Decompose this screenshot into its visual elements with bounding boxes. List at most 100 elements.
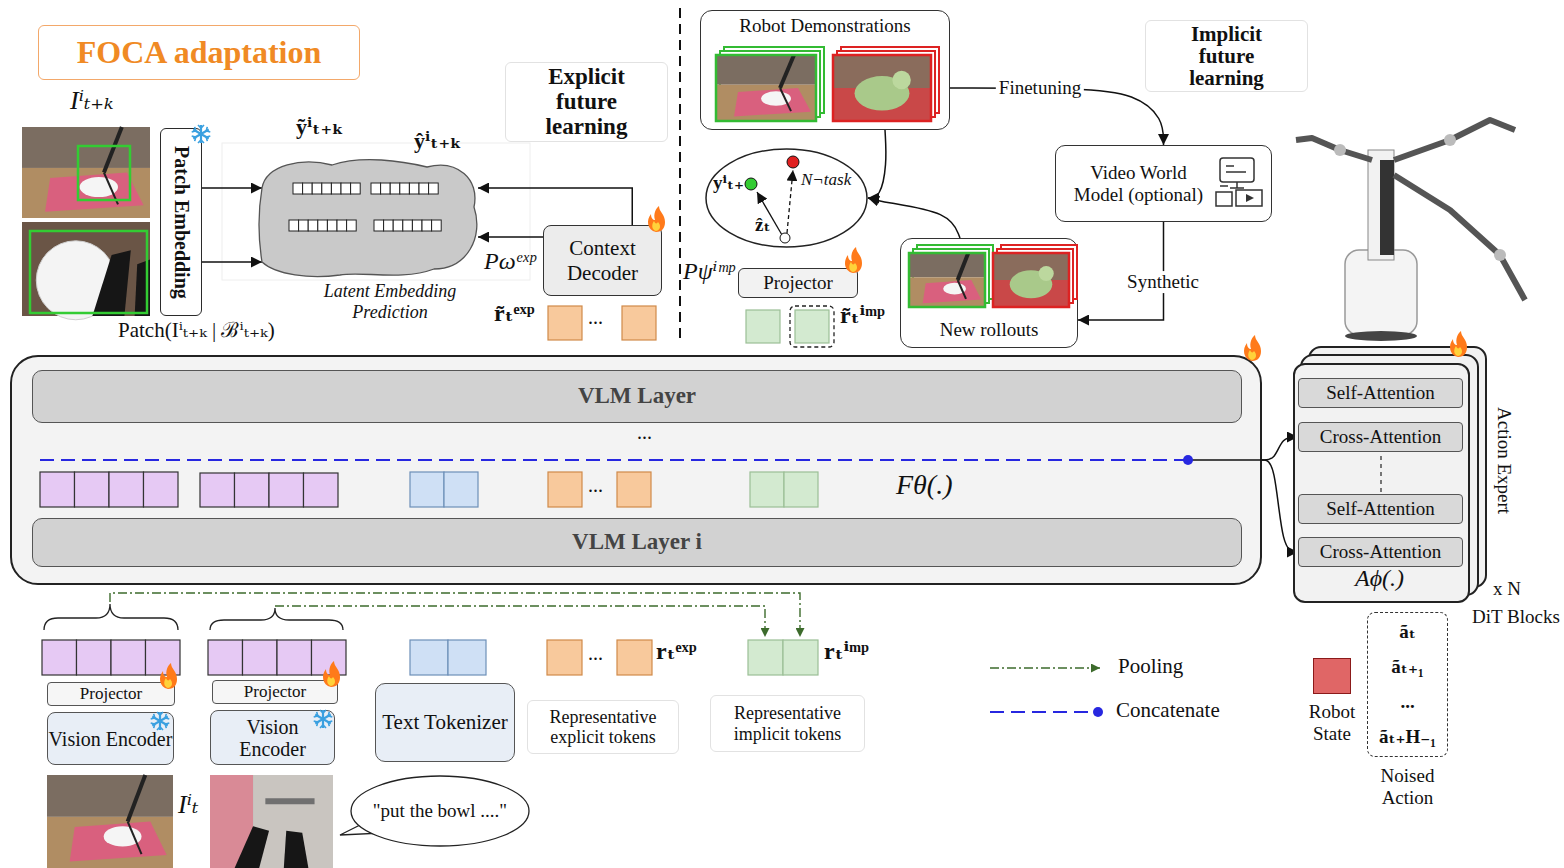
- node-text: ẑₜ: [755, 214, 770, 236]
- annotation-label: Pψⁱᵐᵖ: [683, 258, 734, 286]
- flame-core: [652, 221, 660, 231]
- frame: [1001, 245, 1077, 299]
- token: [341, 183, 351, 194]
- node-text: ...: [1400, 691, 1414, 713]
- token: [308, 220, 318, 231]
- token: [746, 310, 780, 343]
- node-text: Video World Model (optional): [1064, 162, 1213, 206]
- token: [429, 183, 439, 194]
- node-text: ...: [637, 421, 652, 444]
- node-text: "put the bowl ....": [373, 800, 507, 822]
- token-row: [748, 640, 818, 675]
- token: [371, 183, 381, 194]
- token-row: [374, 220, 441, 231]
- annotation-label: r̃ₜᵉˣᵖ: [494, 300, 534, 328]
- snowflake-arm: [192, 127, 211, 141]
- projector-box: Projector: [47, 682, 175, 706]
- fire-icon: [648, 206, 665, 232]
- action-chunk: ãₜãₜ₊₁...ãₜ₊H₋₁Noised Action: [1367, 612, 1448, 757]
- token: [337, 220, 347, 231]
- photo: [47, 775, 173, 868]
- token-row: [622, 306, 656, 340]
- frame: [837, 51, 935, 117]
- token: [327, 220, 337, 231]
- photo-tool: [958, 280, 966, 299]
- dashed-separator: [1380, 456, 1381, 494]
- connector: [202, 187, 262, 189]
- frame: [913, 249, 989, 303]
- token-row: [42, 640, 180, 675]
- node-text: Self-Attention: [1326, 498, 1435, 520]
- token: [293, 183, 303, 194]
- title-box: FOCA adaptation: [38, 25, 360, 80]
- node-figure: [262, 157, 478, 278]
- snowflake-tip: [192, 127, 211, 141]
- photo-arm: [128, 775, 146, 822]
- robot-arm: [1296, 138, 1372, 160]
- bubble-shape: [351, 776, 529, 846]
- snowflake-icon: [192, 125, 211, 143]
- flame: [323, 661, 340, 687]
- legend-dot: [1093, 707, 1103, 717]
- snowflake-tip: [157, 712, 163, 730]
- legend-sample: [990, 711, 1096, 713]
- encoder-box: Vision Encoder: [47, 712, 174, 765]
- fire-icon: [323, 661, 340, 687]
- film-icon: [1236, 190, 1262, 206]
- snowflake-arm: [314, 712, 333, 726]
- attention-box: Self-Attention: [1298, 494, 1463, 524]
- speech-bubble: "put the bowl ....": [350, 775, 530, 847]
- vlm-layer: VLM Layer i: [32, 518, 1242, 567]
- snowflake-arm: [157, 712, 163, 730]
- node-text: Implicit future learning: [1168, 23, 1285, 89]
- token: [312, 640, 347, 675]
- node-text: Projector: [763, 272, 833, 294]
- token: [410, 640, 448, 675]
- photo: [909, 253, 985, 307]
- token: [277, 640, 312, 675]
- token: [784, 472, 818, 507]
- photo-table: [909, 277, 985, 307]
- bounding-box: [78, 146, 130, 200]
- attention-box: Self-Attention: [1298, 378, 1463, 408]
- token: [448, 640, 486, 675]
- photo-plate: [761, 91, 791, 106]
- annotation-label: ...: [588, 306, 603, 329]
- photo-wall: [47, 775, 173, 817]
- node-text: ãₜ: [1399, 621, 1416, 643]
- photo: [993, 253, 1069, 307]
- token: [75, 472, 110, 507]
- token: [432, 220, 442, 231]
- photo-gripper: [284, 831, 309, 868]
- snowflake-stroke: [193, 130, 209, 139]
- flame: [1244, 335, 1261, 361]
- token-row: [200, 473, 338, 507]
- latent-space-ellipse: yⁱₜ₊N¬taskẑₜ: [705, 148, 868, 248]
- token-row: [548, 306, 582, 340]
- legend-text: Pooling: [1118, 654, 1183, 678]
- flame: [160, 663, 177, 689]
- edge-label: Finetuning: [996, 77, 1084, 99]
- snowflake-tip: [314, 712, 333, 726]
- photo-table: [47, 817, 173, 868]
- node-text: ãₜ₊₁: [1391, 656, 1423, 678]
- photo: [716, 55, 816, 121]
- snowflake-arm: [151, 714, 170, 728]
- token: [299, 220, 309, 231]
- demo-panel: Robot Demonstrations: [700, 10, 950, 130]
- token: [40, 472, 75, 507]
- token: [444, 472, 478, 507]
- node-text: Representative implicit tokens: [711, 703, 864, 743]
- snowflake-arm: [198, 125, 204, 143]
- photo-wall: [716, 55, 816, 85]
- robot-joint: [1444, 134, 1456, 146]
- token: [795, 310, 829, 343]
- token-row: [40, 472, 178, 507]
- snowflake-arm: [320, 710, 326, 728]
- snowflake-tip: [314, 712, 333, 726]
- token: [312, 183, 322, 194]
- token: [347, 220, 357, 231]
- robot-joint: [1334, 144, 1346, 156]
- annotation-label: ŷⁱₜ₊ₖ: [414, 128, 462, 153]
